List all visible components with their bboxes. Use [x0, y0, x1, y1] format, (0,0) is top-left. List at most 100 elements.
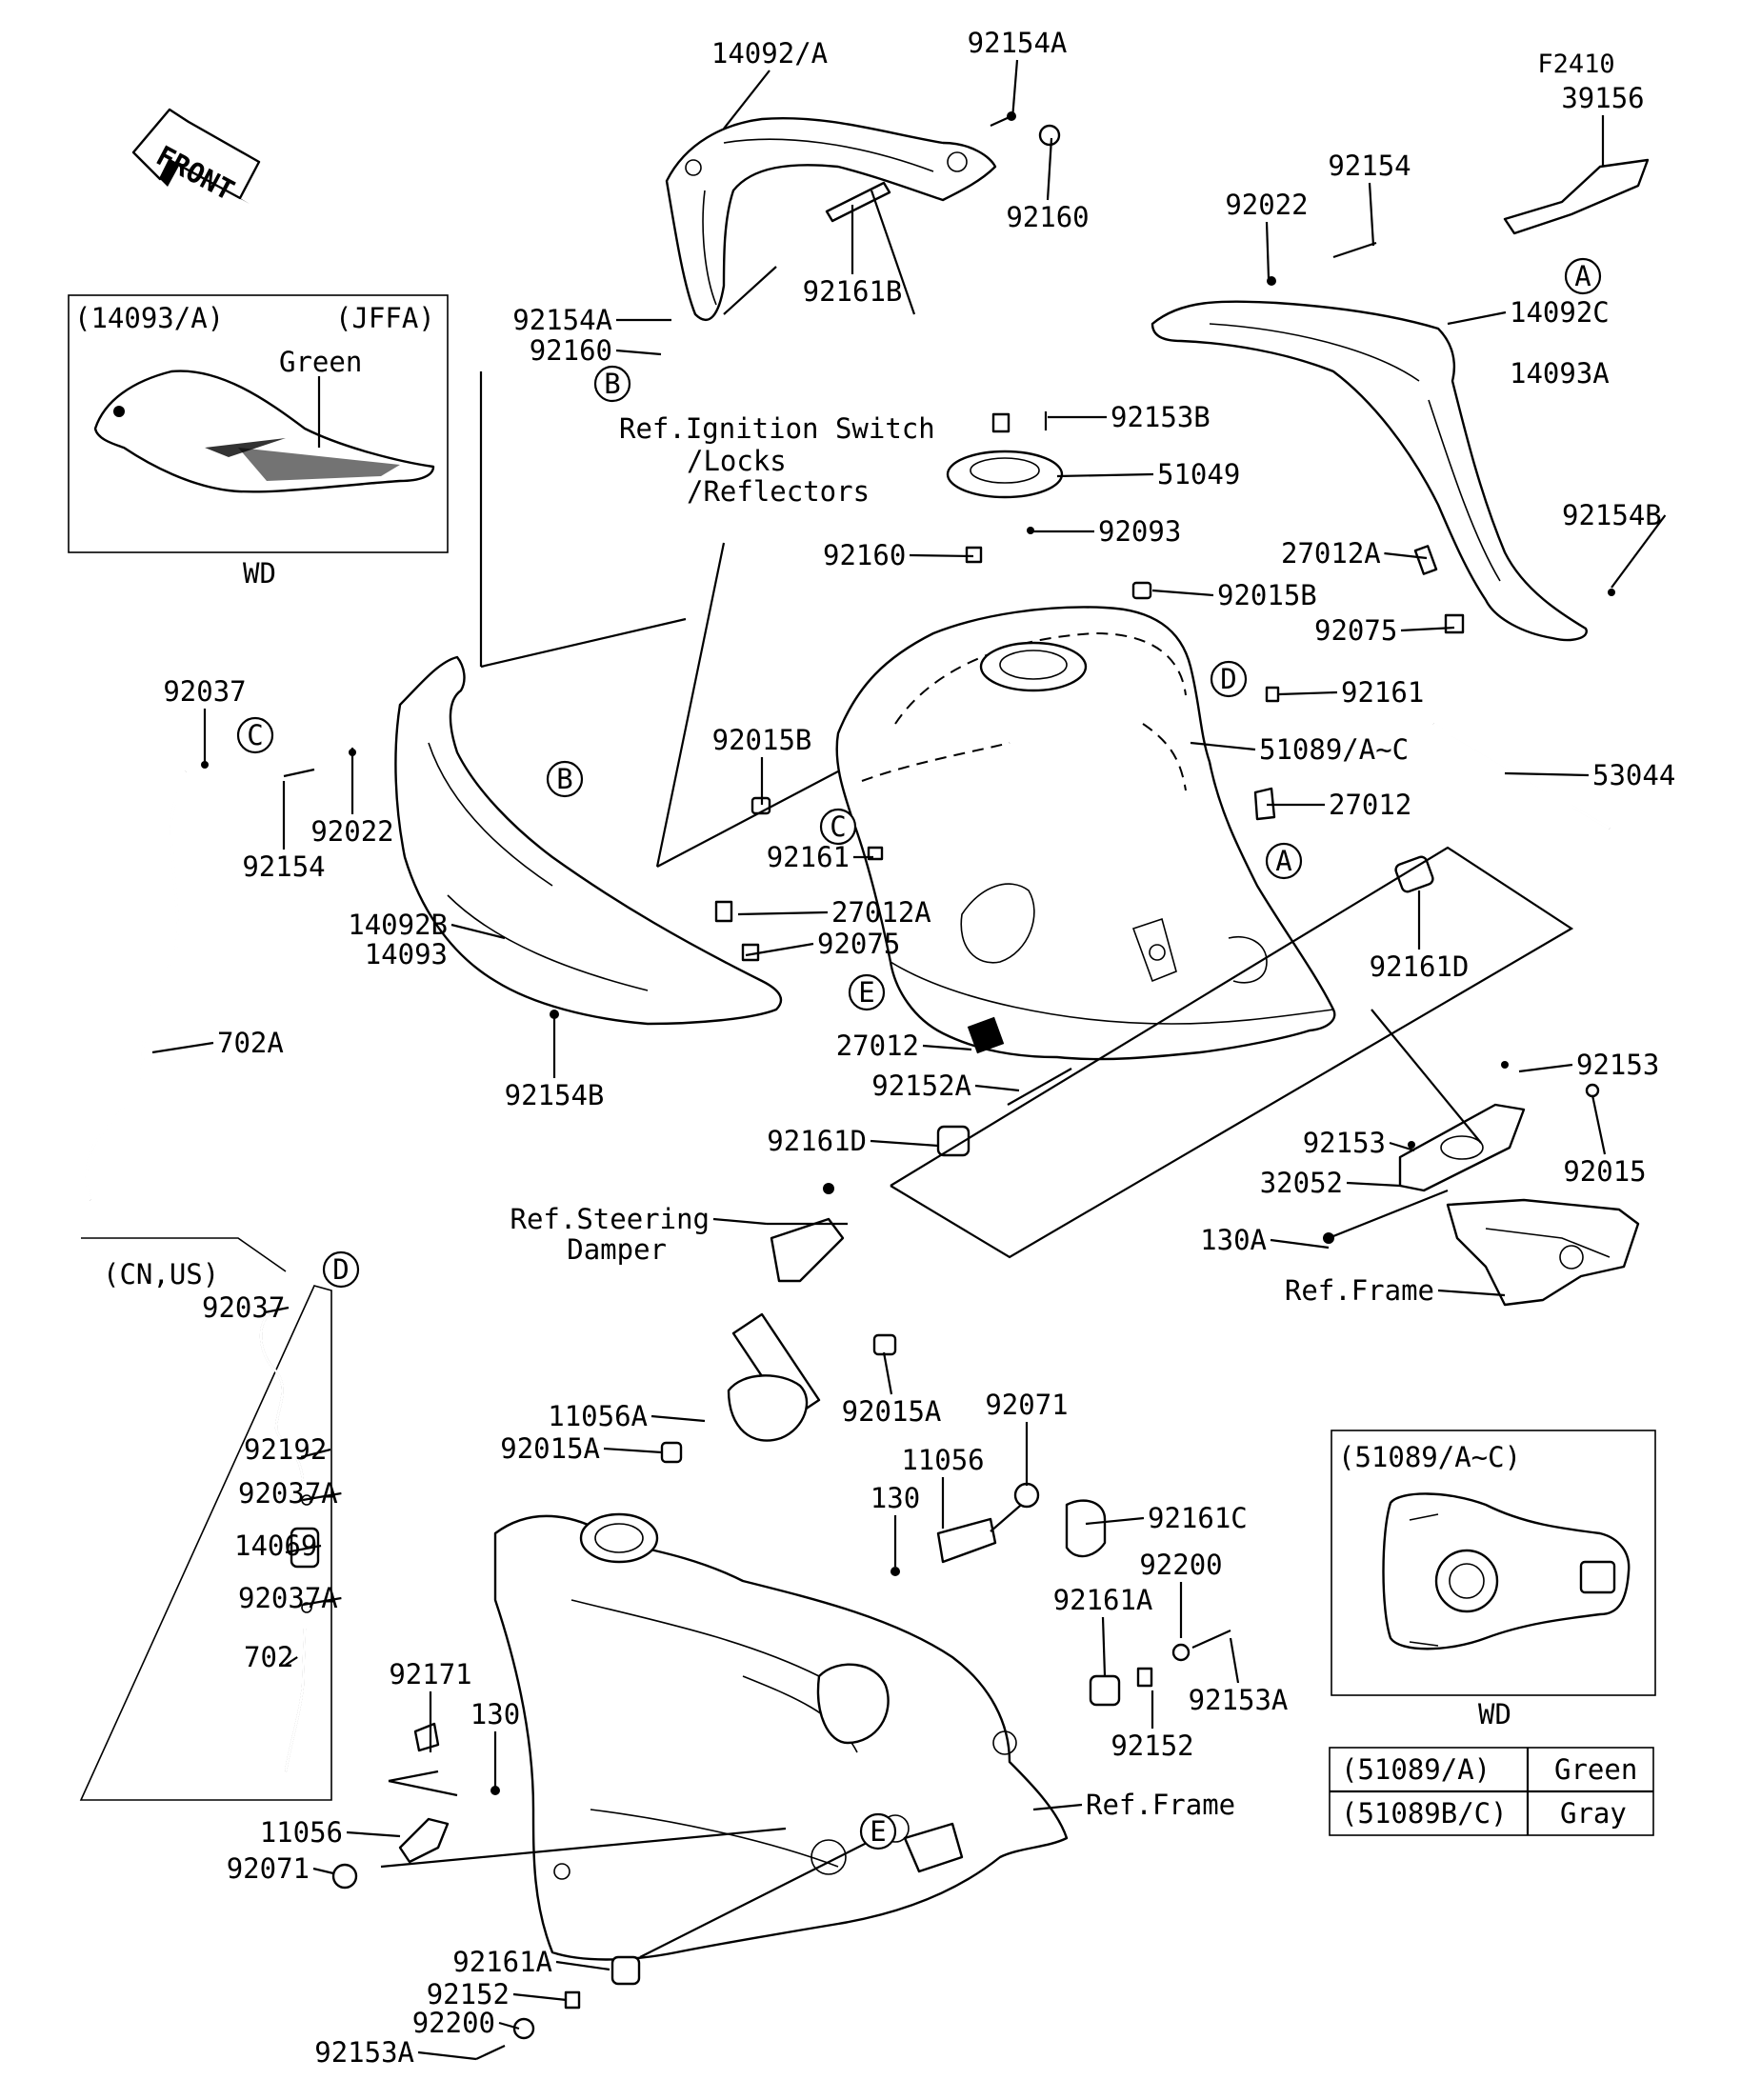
ref-circle-letter: A [1275, 845, 1291, 877]
clip-27012-right [1253, 787, 1276, 821]
collar-92152A [1007, 1068, 1072, 1106]
color-table [1329, 1747, 1654, 1836]
ref-circle-e: E [859, 1812, 897, 1850]
leader-line [264, 1306, 290, 1314]
callout-label: 92154 [1328, 150, 1411, 182]
callout-label: 92152 [427, 1978, 510, 2010]
leader-line [745, 942, 814, 957]
clip-27012A-right [1413, 545, 1438, 575]
ref-circle-e: E [848, 973, 886, 1011]
leader-line [1611, 514, 1667, 589]
callout-label: Ref.Steering [510, 1203, 710, 1235]
leader-line [1101, 1616, 1107, 1677]
callout-label: 14093A [1510, 357, 1610, 390]
callout-label: /Reflectors [687, 475, 870, 508]
callout-label: 14092C [1510, 296, 1610, 329]
leader-line [1265, 221, 1271, 279]
ref-circle-letter: C [830, 810, 846, 843]
ref-circle-d: D [1210, 660, 1248, 698]
ref-circle-letter: E [870, 1815, 886, 1848]
leader-line [512, 1992, 568, 2002]
callout-label: 39156 [1561, 82, 1644, 114]
callout-label: 92037 [163, 675, 246, 708]
ref-circle-letter: A [1574, 260, 1591, 292]
inset-cn-us-header: (CN,US) [103, 1258, 219, 1290]
side-cover-14092B [394, 655, 783, 1026]
bolt-92154-left [283, 749, 356, 778]
leader-line [615, 349, 662, 356]
callout-label: 92153A [314, 2036, 414, 2069]
leader-line [285, 1544, 322, 1554]
leader-line [151, 1041, 214, 1054]
callout-label: 92015B [1217, 579, 1317, 611]
callout-label: 92153B [1111, 401, 1211, 433]
inset-cn-us-label: 92037 [202, 1291, 285, 1324]
rod-53044 [1432, 722, 1611, 830]
callout-label: F2410 [1537, 50, 1614, 79]
ref-circle-a: A [1564, 257, 1602, 295]
callout-label: 92015B [712, 724, 812, 756]
frame-ref-upper [1446, 1198, 1640, 1307]
inset-cn-us-label: 92037A [238, 1582, 338, 1614]
ref-circle-letter: D [332, 1253, 349, 1286]
inset-cn-us-label: 702 [244, 1641, 293, 1673]
leader-lines [151, 59, 1667, 2061]
leader-line [870, 1139, 939, 1148]
callout-label: 92161C [1148, 1502, 1248, 1534]
inset-labels: (14093/A) (JFFA) Green WD (CN,US) (51089… [74, 302, 1637, 1830]
callout-label: 92153A [1189, 1684, 1289, 1716]
ref-circle-letter: B [604, 368, 620, 400]
leader-line [1151, 589, 1214, 597]
inset-14093A-left-label: (14093/A) [74, 302, 224, 334]
leader-line [498, 2021, 520, 2030]
filler-cap-51049 [946, 411, 1064, 564]
callout-label: 92093 [1098, 515, 1181, 548]
callout-label: 92154B [505, 1079, 605, 1111]
callout-label: 92071 [985, 1389, 1068, 1421]
leader-line [1591, 1094, 1607, 1155]
leader-line [285, 1656, 298, 1666]
callout-label: 92161A [452, 1946, 552, 1978]
side-cover-14092C [1151, 300, 1588, 642]
callout-label: 51049 [1157, 458, 1240, 490]
leader-line [1046, 137, 1053, 201]
callout-label: 27012A [1281, 537, 1381, 570]
callout-label: 14092B [348, 909, 448, 941]
inset-14093A-color-label: Green [279, 346, 362, 378]
leader-line [302, 1491, 342, 1502]
callout-label: 130A [1200, 1224, 1267, 1256]
callout-label: 92200 [412, 2007, 495, 2039]
callout-label: 53044 [1592, 759, 1675, 791]
leader-line [974, 1084, 1020, 1092]
clip-92075-right [1444, 613, 1465, 634]
nut-92160-top [1038, 124, 1061, 147]
callout-label: Damper [567, 1233, 667, 1266]
leader-line [1518, 1063, 1573, 1073]
callout-label: 92075 [1314, 614, 1397, 647]
ref-circle-letter: D [1220, 663, 1236, 695]
clip-27012A-left [714, 900, 733, 923]
rubber-92161D-lower [936, 1125, 971, 1157]
leader-line [312, 1867, 334, 1875]
frame-ref-lower [493, 1512, 1069, 1961]
hose-702A [85, 761, 209, 1201]
callout-label: 92015A [842, 1395, 942, 1428]
callout-label: 92153 [1576, 1049, 1659, 1081]
leader-line [1032, 1803, 1083, 1811]
leader-line [1229, 1637, 1240, 1684]
leader-line [1056, 472, 1154, 478]
leader-line [1278, 690, 1338, 696]
callout-label: 14092/A [711, 37, 828, 70]
callout-label: 92015 [1563, 1155, 1646, 1188]
inset-cn-us-box [79, 1237, 332, 1801]
ref-circle-d: D [322, 1250, 360, 1289]
callout-label: Ref.Frame [1285, 1274, 1434, 1307]
callout-label: 92154A [968, 27, 1068, 59]
leader-line [1368, 182, 1375, 247]
callout-label: 92154A [512, 304, 612, 336]
bolt-92161-right [1265, 686, 1280, 703]
leader-line [1270, 1238, 1330, 1250]
